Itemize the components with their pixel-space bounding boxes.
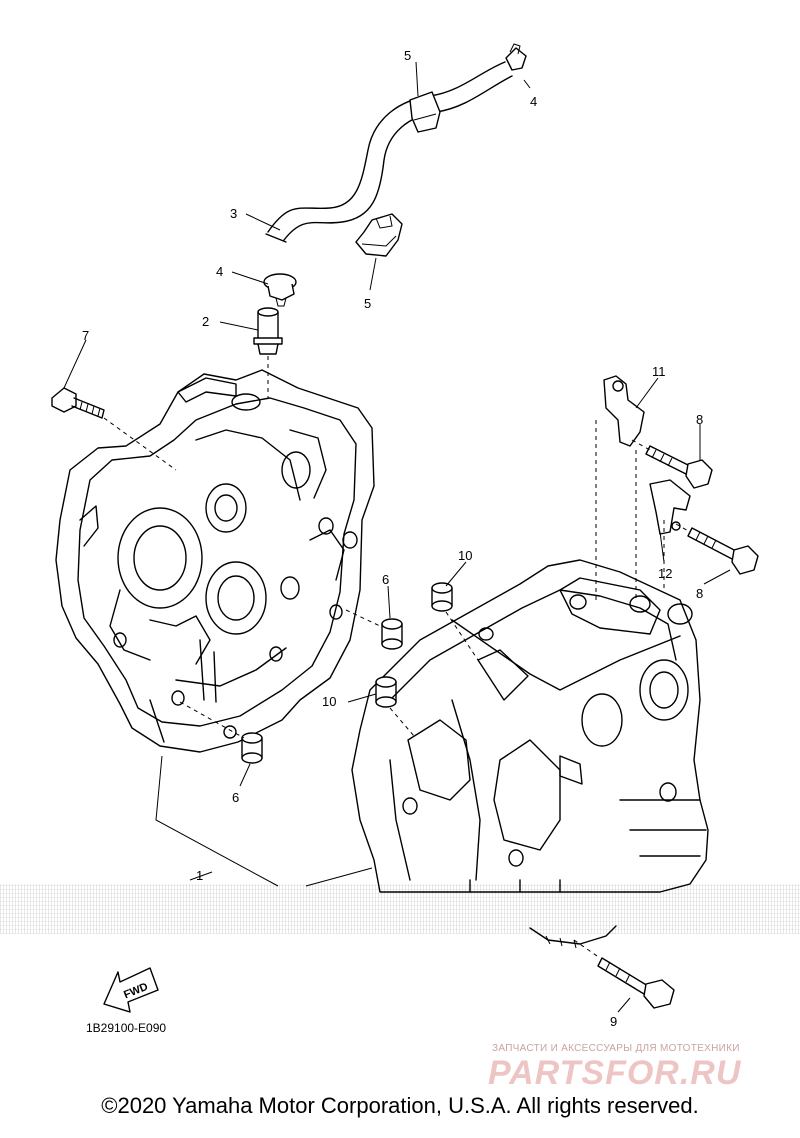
callout-7: 7 [82, 328, 89, 343]
watermark-tagline: ЗАПЧАСТИ И АКСЕССУАРЫ ДЛЯ МОТОТЕХНИКИ [492, 1043, 740, 1054]
breather-pipe-part-2 [253, 307, 283, 355]
left-crankcase-half [55, 369, 375, 753]
bolt-part-7 [51, 387, 105, 419]
bolt-part-8-upper [645, 445, 713, 489]
callout-8-lower: 8 [696, 586, 703, 601]
dowel-pin-part-6-lower [241, 732, 263, 764]
hose-clamp-part-4-lower [263, 273, 297, 307]
bolt-part-9 [597, 957, 675, 1009]
hose-holder-part-5-top [409, 91, 441, 133]
bracket-part-11 [603, 375, 645, 447]
copyright-notice: ©2020 Yamaha Motor Corporation, U.S.A. A… [101, 1093, 699, 1118]
bracket-part-12 [649, 479, 691, 535]
hose-clamp-part-4-top [505, 43, 527, 71]
bolt-part-8-lower [687, 527, 759, 575]
dowel-pin-part-6-upper [381, 618, 403, 650]
hose-holder-part-5-lower [355, 213, 403, 257]
right-crankcase-lower-fragment [529, 925, 617, 949]
callout-5-lower: 5 [364, 296, 371, 311]
collar-part-10-lower [375, 676, 397, 708]
callout-3: 3 [230, 206, 237, 221]
callout-6-lower: 6 [232, 790, 239, 805]
callout-4-top: 4 [530, 94, 537, 109]
callout-2: 2 [202, 314, 209, 329]
callout-5-top: 5 [404, 48, 411, 63]
collar-part-10-upper [431, 582, 453, 612]
callout-9: 9 [610, 1014, 617, 1029]
callout-10-upper: 10 [458, 548, 472, 563]
scan-noise-band [0, 884, 800, 934]
callout-1: 1 [196, 868, 203, 883]
callout-10-lower: 10 [322, 694, 336, 709]
callout-4-lower: 4 [216, 264, 223, 279]
breather-hose-part-3 [265, 61, 513, 243]
fwd-arrow-icon: FWD [103, 967, 159, 1013]
callout-11: 11 [652, 364, 666, 379]
diagram-code: 1B29100-E090 [86, 1021, 166, 1035]
callout-8-upper: 8 [696, 412, 703, 427]
right-crankcase-half [351, 559, 709, 893]
callout-6-upper: 6 [382, 572, 389, 587]
callout-12: 12 [658, 566, 672, 581]
watermark-logo: PARTSFOR.RU [488, 1054, 742, 1092]
